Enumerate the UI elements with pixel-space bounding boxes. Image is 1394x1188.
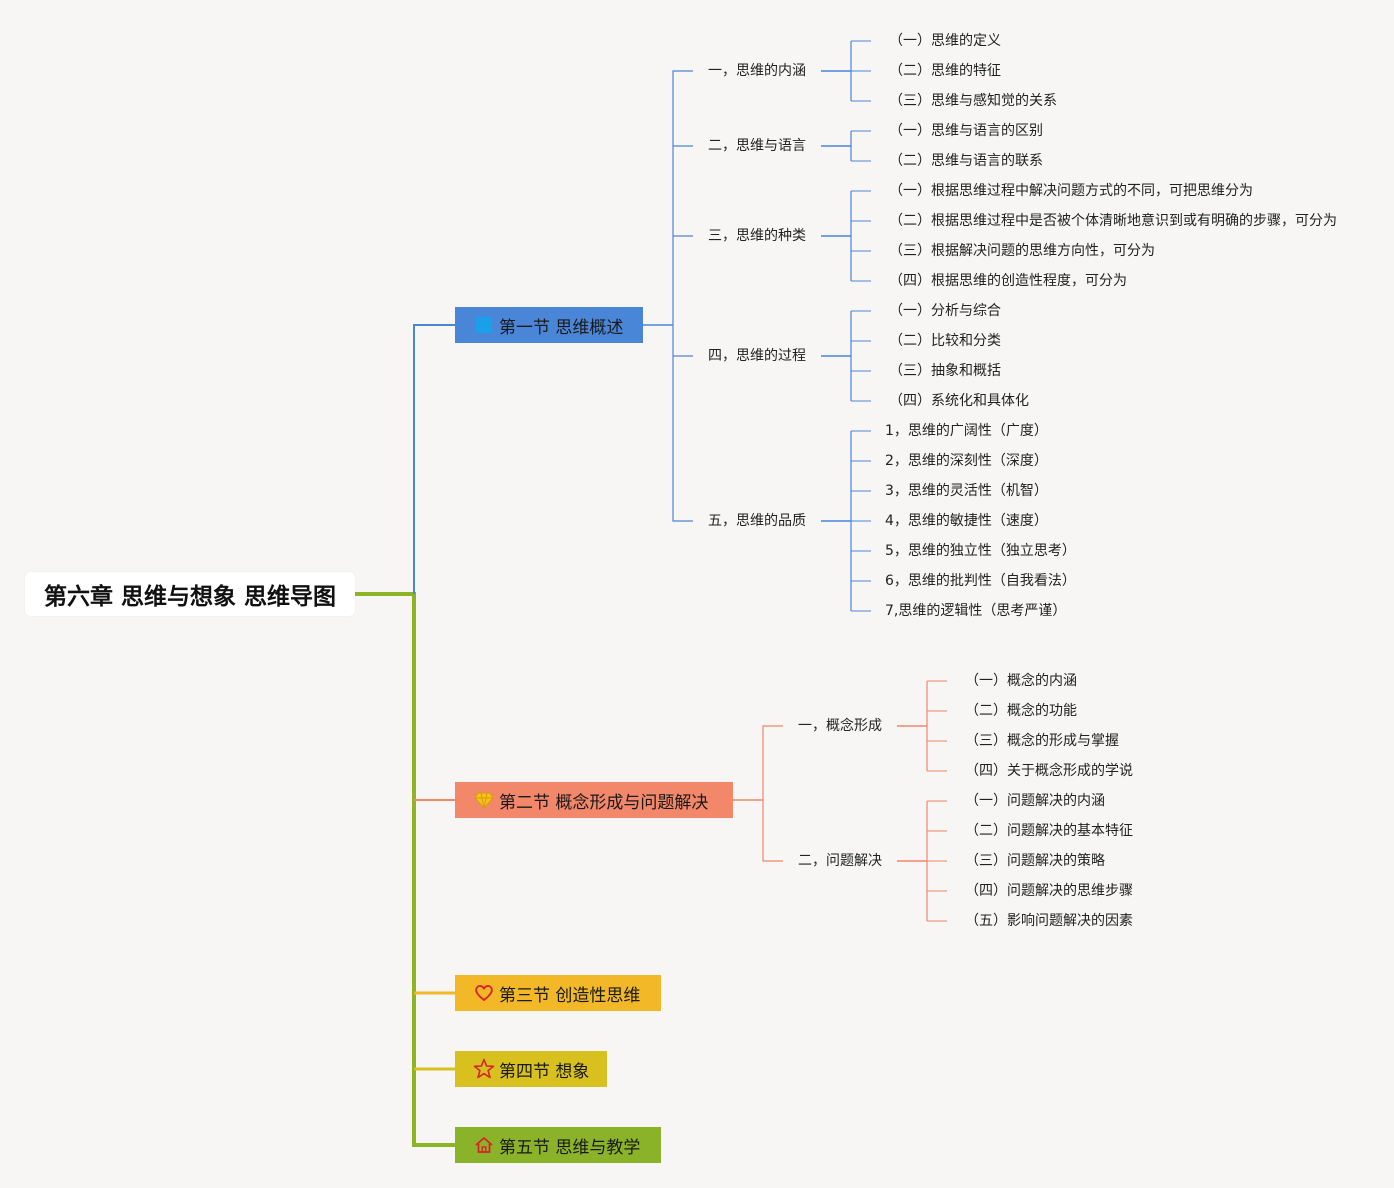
- subtopic-1-3[interactable]: 三，思维的种类: [708, 228, 806, 244]
- leaf-item[interactable]: （三）概念的形成与掌握: [965, 733, 1119, 749]
- section-node-2[interactable]: 第二节 概念形成与问题解决: [455, 782, 733, 818]
- section-title: 第一节 思维概述: [499, 317, 624, 338]
- section-title: 第五节 思维与教学: [499, 1137, 641, 1158]
- leaf-item[interactable]: （三）抽象和概括: [889, 363, 1001, 379]
- leaf-item[interactable]: （二）概念的功能: [965, 703, 1077, 719]
- leaf-item[interactable]: （二）问题解决的基本特征: [965, 823, 1133, 839]
- root-node[interactable]: 第六章 思维与想象 思维导图: [25, 572, 355, 616]
- star-icon: [473, 1058, 495, 1080]
- subtopic-2-2[interactable]: 二，问题解决: [798, 853, 882, 869]
- leaf-item[interactable]: 1，思维的广阔性（广度）: [885, 423, 1048, 439]
- leaf-item[interactable]: 6，思维的批判性（自我看法）: [885, 573, 1076, 589]
- square-icon: [473, 314, 495, 336]
- leaf-item[interactable]: 7,思维的逻辑性（思考严谨）: [885, 603, 1067, 619]
- leaf-item[interactable]: （三）根据解决问题的思维方向性，可分为: [889, 243, 1155, 259]
- section-node-3[interactable]: 第三节 创造性思维: [455, 975, 661, 1011]
- leaf-item[interactable]: 2，思维的深刻性（深度）: [885, 453, 1048, 469]
- leaf-item[interactable]: 3，思维的灵活性（机智）: [885, 483, 1048, 499]
- section-title: 第二节 概念形成与问题解决: [499, 792, 709, 813]
- leaf-item[interactable]: （四）根据思维的创造性程度，可分为: [889, 273, 1127, 289]
- section-title: 第三节 创造性思维: [499, 985, 641, 1006]
- root-title: 第六章 思维与想象 思维导图: [43, 584, 336, 610]
- diamond-icon: [473, 789, 495, 811]
- leaf-item[interactable]: （四）问题解决的思维步骤: [965, 883, 1133, 899]
- leaf-item[interactable]: （二）比较和分类: [889, 333, 1001, 349]
- section-connector: [413, 324, 455, 594]
- section-node-5[interactable]: 第五节 思维与教学: [455, 1127, 661, 1163]
- subtopic-1-5[interactable]: 五，思维的品质: [708, 513, 806, 529]
- leaf-item[interactable]: （三）思维与感知觉的关系: [889, 93, 1057, 109]
- leaf-item[interactable]: 5，思维的独立性（独立思考）: [885, 543, 1076, 559]
- leaf-item[interactable]: （一）思维的定义: [889, 33, 1001, 49]
- leaf-item[interactable]: （一）思维与语言的区别: [889, 123, 1043, 139]
- leaf-item[interactable]: （四）系统化和具体化: [889, 393, 1029, 409]
- leaf-item[interactable]: （二）思维的特征: [889, 63, 1001, 79]
- subtopic-2-1[interactable]: 一，概念形成: [798, 718, 882, 734]
- subtopic-1-2[interactable]: 二，思维与语言: [708, 138, 806, 154]
- leaf-item[interactable]: （三）问题解决的策略: [965, 853, 1105, 869]
- leaf-item[interactable]: （四）关于概念形成的学说: [965, 763, 1133, 779]
- root-connector: [355, 592, 455, 1147]
- leaf-item[interactable]: （一）问题解决的内涵: [965, 793, 1105, 809]
- section-title: 第四节 想象: [499, 1061, 590, 1082]
- branch-connector: [672, 70, 693, 522]
- leaf-item[interactable]: （一）根据思维过程中解决问题方式的不同，可把思维分为: [889, 183, 1253, 199]
- section-node-1[interactable]: 第一节 思维概述: [455, 307, 643, 343]
- home-icon: [473, 1134, 495, 1156]
- subtopic-1-4[interactable]: 四，思维的过程: [708, 348, 806, 364]
- leaf-item[interactable]: （一）分析与综合: [889, 303, 1001, 319]
- section-node-4[interactable]: 第四节 想象: [455, 1051, 607, 1087]
- leaf-item[interactable]: 4，思维的敏捷性（速度）: [885, 513, 1048, 529]
- leaf-item[interactable]: （二）思维与语言的联系: [889, 153, 1043, 169]
- subtopic-1-1[interactable]: 一，思维的内涵: [708, 63, 806, 79]
- leaf-item[interactable]: （五）影响问题解决的因素: [965, 913, 1133, 929]
- leaf-item[interactable]: （二）根据思维过程中是否被个体清晰地意识到或有明确的步骤，可分为: [889, 213, 1337, 229]
- branch-connector: [762, 725, 783, 862]
- heart-icon: [473, 982, 495, 1004]
- leaf-item[interactable]: （一）概念的内涵: [965, 673, 1077, 689]
